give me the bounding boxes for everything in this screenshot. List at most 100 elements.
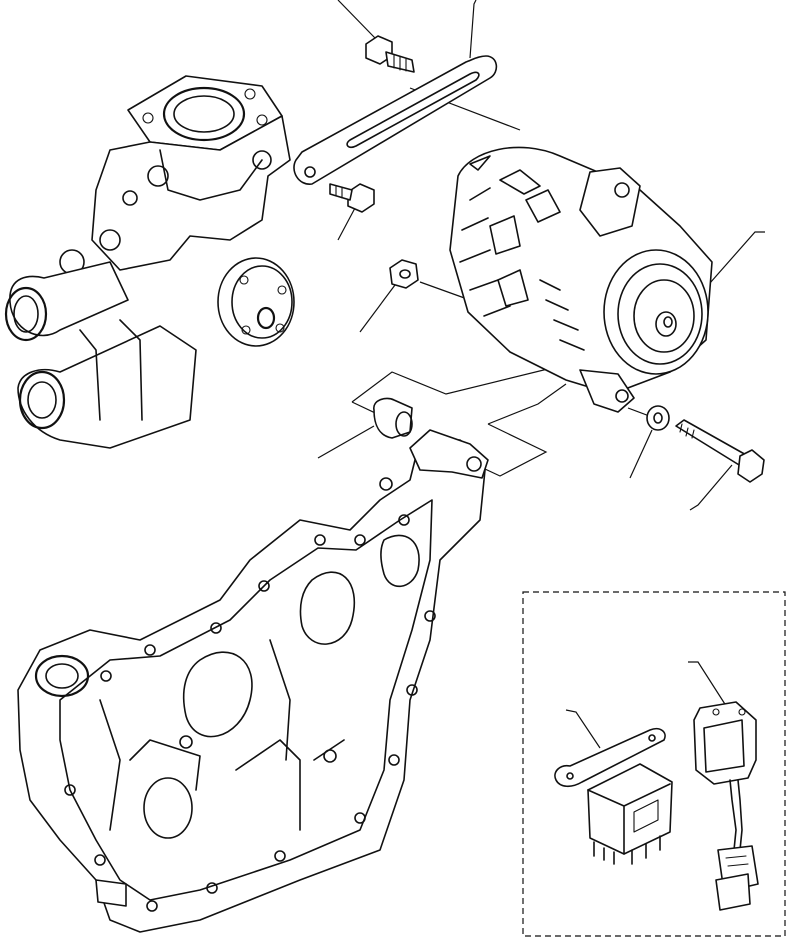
pump-boss [122,190,138,206]
regulator-face [703,719,745,773]
inlet-opening [4,286,48,342]
case-bolt [146,900,158,912]
washer-ring [646,405,670,431]
pulley-hub [256,306,276,330]
regulator-body [693,701,757,785]
case-bolt [210,622,222,634]
case-bolt [100,670,112,682]
outlet-opening [18,370,66,430]
case-window [299,571,356,645]
regulator-wire [737,779,743,851]
long-bolt-thread [679,423,695,439]
case-opening [34,654,90,698]
pump-body-edge [159,149,263,201]
long-bolt-shank [675,419,749,469]
case-window [182,651,253,738]
leader-alternator [709,231,765,284]
stay-body [554,727,666,788]
flange-bolt [256,114,268,126]
outlet-opening-inner [27,381,57,419]
leader-bolt-top [337,0,376,39]
pulley-face [633,279,695,353]
pulley-bolt [277,285,287,295]
pulley-bolt [239,275,249,285]
bolt-top[interactable] [365,35,415,73]
regulator-stay[interactable] [554,727,666,788]
regulator[interactable] [693,701,759,911]
flange-bolt [244,88,256,100]
relay-label [633,799,659,833]
pump-boss [147,165,169,187]
relay-pins [593,835,661,865]
case-bolt [354,534,366,546]
case-bolt [94,854,106,866]
pulley-bolt [241,325,251,335]
stay-hole [648,734,656,742]
alternator[interactable] [449,146,713,413]
relay-body [587,763,673,855]
regulator-wire [729,779,737,851]
case-lug [409,429,489,479]
case-bolt [388,754,400,766]
washer-hole [653,412,663,424]
case-ribs [99,639,291,831]
pump-outlet [17,325,197,449]
inlet-opening-inner [13,295,39,333]
leader-spacer [317,425,375,459]
guide-nut-alt [419,281,471,301]
regulator-screw [712,708,720,716]
case-bolt [258,580,270,592]
bracket-slot [346,71,480,149]
long-bolt-head [737,449,765,483]
relay-unit[interactable] [587,763,673,865]
pump-body [91,115,291,271]
alternator-slots [459,187,511,317]
bolt-thread [393,54,407,72]
adjusting-bracket[interactable] [293,55,498,185]
pump-pulley [217,257,295,347]
pulley-face [231,265,293,339]
case-opening-inner [45,663,79,689]
alternator-pulley [603,249,709,375]
pump-port [162,86,246,142]
case-bolt [179,735,193,749]
pump-boss [252,150,272,170]
water-pump[interactable] [4,75,295,449]
case-bolt [323,749,337,763]
connector-plug [715,873,751,911]
case-bolt [314,534,326,546]
case-bolt [354,812,366,824]
spacer-end [395,411,413,437]
bolt-thread [335,185,343,199]
lug-hole [466,456,482,472]
pulley-groove [617,263,703,365]
leader-lines [317,0,765,749]
alternator-vents [489,169,561,307]
nut[interactable] [389,259,419,289]
alternator-fins [539,279,585,351]
connector-lock [725,855,749,867]
gear-case[interactable] [17,429,489,933]
nut-body [389,259,419,289]
spacer-body [373,397,413,439]
bolt-bracket[interactable] [329,183,375,213]
pulley-shaft [663,316,673,328]
inset-frame [522,591,786,937]
spacer[interactable] [373,397,413,439]
leader-stay [565,709,601,749]
washer[interactable] [646,405,670,431]
pump-port-inner [173,95,235,133]
case-bolt [274,850,286,862]
gear-case-flange [59,499,433,901]
lug-hole [379,477,393,491]
case-bolt [144,644,156,656]
flange-bolt [142,112,154,124]
pump-boss [99,229,121,251]
case-bolt [206,882,218,894]
bolt-shank [329,183,353,201]
case-bolt [406,684,418,696]
ear-hole [614,182,630,198]
bracket-hole [304,166,316,178]
long-bolt[interactable] [675,419,765,483]
